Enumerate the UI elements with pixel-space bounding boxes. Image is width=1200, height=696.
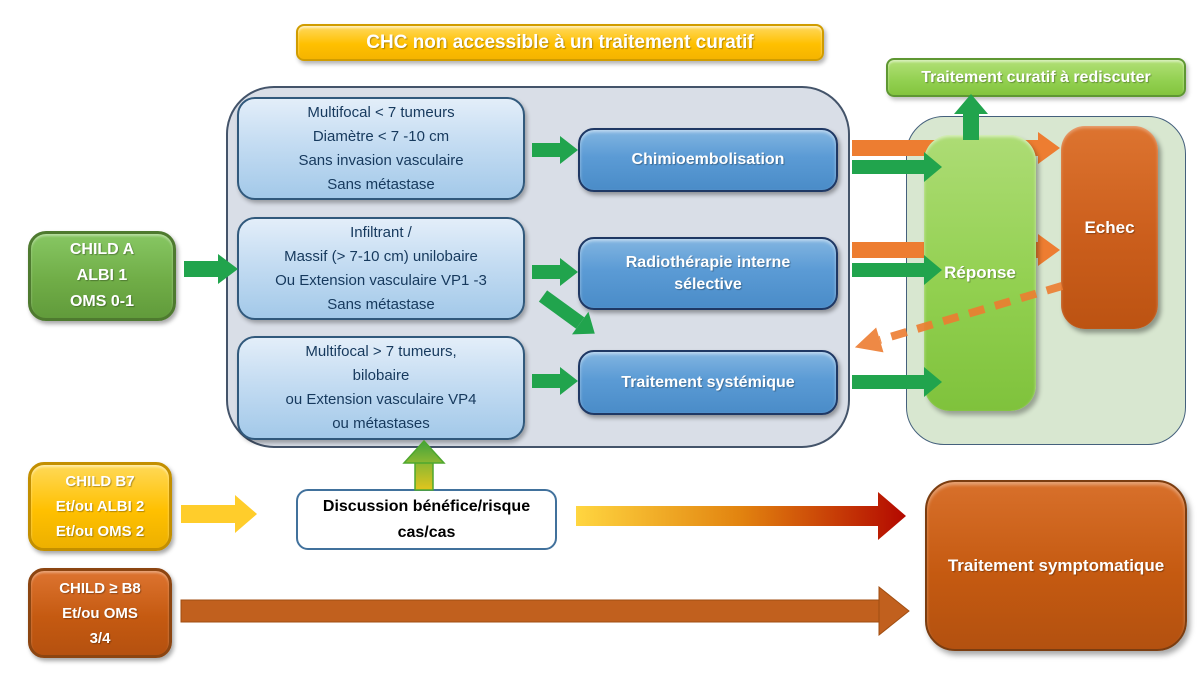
discussion-line: cas/cas [397, 523, 456, 541]
child-b7-box: CHILD B7 Et/ou ALBI 2 Et/ou OMS 2 [28, 462, 172, 551]
child-a-line: ALBI 1 [76, 267, 128, 284]
tumor-box-line: Sans invasion vasculaire [298, 151, 464, 169]
child-a-line: OMS 0-1 [69, 293, 134, 310]
child-a-box: CHILD A ALBI 1 OMS 0-1 [28, 231, 176, 321]
tumor-box-infiltrant: Infiltrant / Massif (> 7-10 cm) unilobai… [237, 217, 525, 320]
tumor-box-line: Ou Extension vasculaire VP1 -3 [275, 271, 487, 289]
page-title: CHC non accessible à un traitement curat… [296, 24, 824, 61]
tumor-box-line: Sans métastase [327, 295, 435, 313]
discussion-line: Discussion bénéfice/risque [322, 497, 531, 515]
child-b8-line: CHILD ≥ B8 [59, 579, 141, 597]
response-box: Réponse [924, 135, 1036, 411]
tumor-box-line: Massif (> 7-10 cm) unilobaire [284, 247, 478, 265]
treatment-chimioembolisation: Chimioembolisation [578, 128, 838, 192]
tumor-box-multifocal-lt7: Multifocal < 7 tumeurs Diamètre < 7 -10 … [237, 97, 525, 200]
tumor-box-line: ou Extension vasculaire VP4 [285, 391, 477, 408]
child-b8-box: CHILD ≥ B8 Et/ou OMS 3/4 [28, 568, 172, 658]
tumor-box-line: bilobaire [352, 367, 410, 384]
child-a-line: CHILD A [69, 241, 135, 258]
tumor-box-line: Infiltrant / [350, 223, 412, 241]
tumor-box-line: Multifocal < 7 tumeurs [307, 103, 455, 121]
curative-revisit-box: Traitement curatif à rediscuter [886, 58, 1186, 97]
child-b8-line: 3/4 [89, 629, 111, 647]
symptomatic-treatment-box: Traitement symptomatique [925, 480, 1187, 651]
child-b7-line: Et/ou ALBI 2 [55, 498, 145, 515]
treatment-radiotherapie: Radiothérapie interne sélective [578, 237, 838, 310]
failure-box: Echec [1061, 126, 1158, 329]
tumor-box-multifocal-gt7: Multifocal > 7 tumeurs, bilobaire ou Ext… [237, 336, 525, 440]
discussion-box: Discussion bénéfice/risque cas/cas [296, 489, 557, 550]
arrow-b7-to-discussion-yellow [181, 495, 257, 533]
tumor-box-line: Multifocal > 7 tumeurs, [305, 343, 457, 360]
child-b7-line: CHILD B7 [65, 473, 135, 490]
tumor-box-line: Sans métastase [327, 175, 435, 193]
tumor-box-line: ou métastases [332, 415, 430, 432]
arrow-b8-to-symptomatic-brown [180, 585, 910, 637]
child-b8-line: Et/ou OMS [62, 604, 138, 622]
treatment-systemique: Traitement systémique [578, 350, 838, 415]
arrow-discussion-to-panel-up [402, 439, 446, 491]
arrow-discussion-to-symptomatic-gradient [576, 492, 906, 540]
child-b7-line: Et/ou OMS 2 [55, 523, 145, 540]
tumor-box-line: Diamètre < 7 -10 cm [312, 127, 450, 145]
